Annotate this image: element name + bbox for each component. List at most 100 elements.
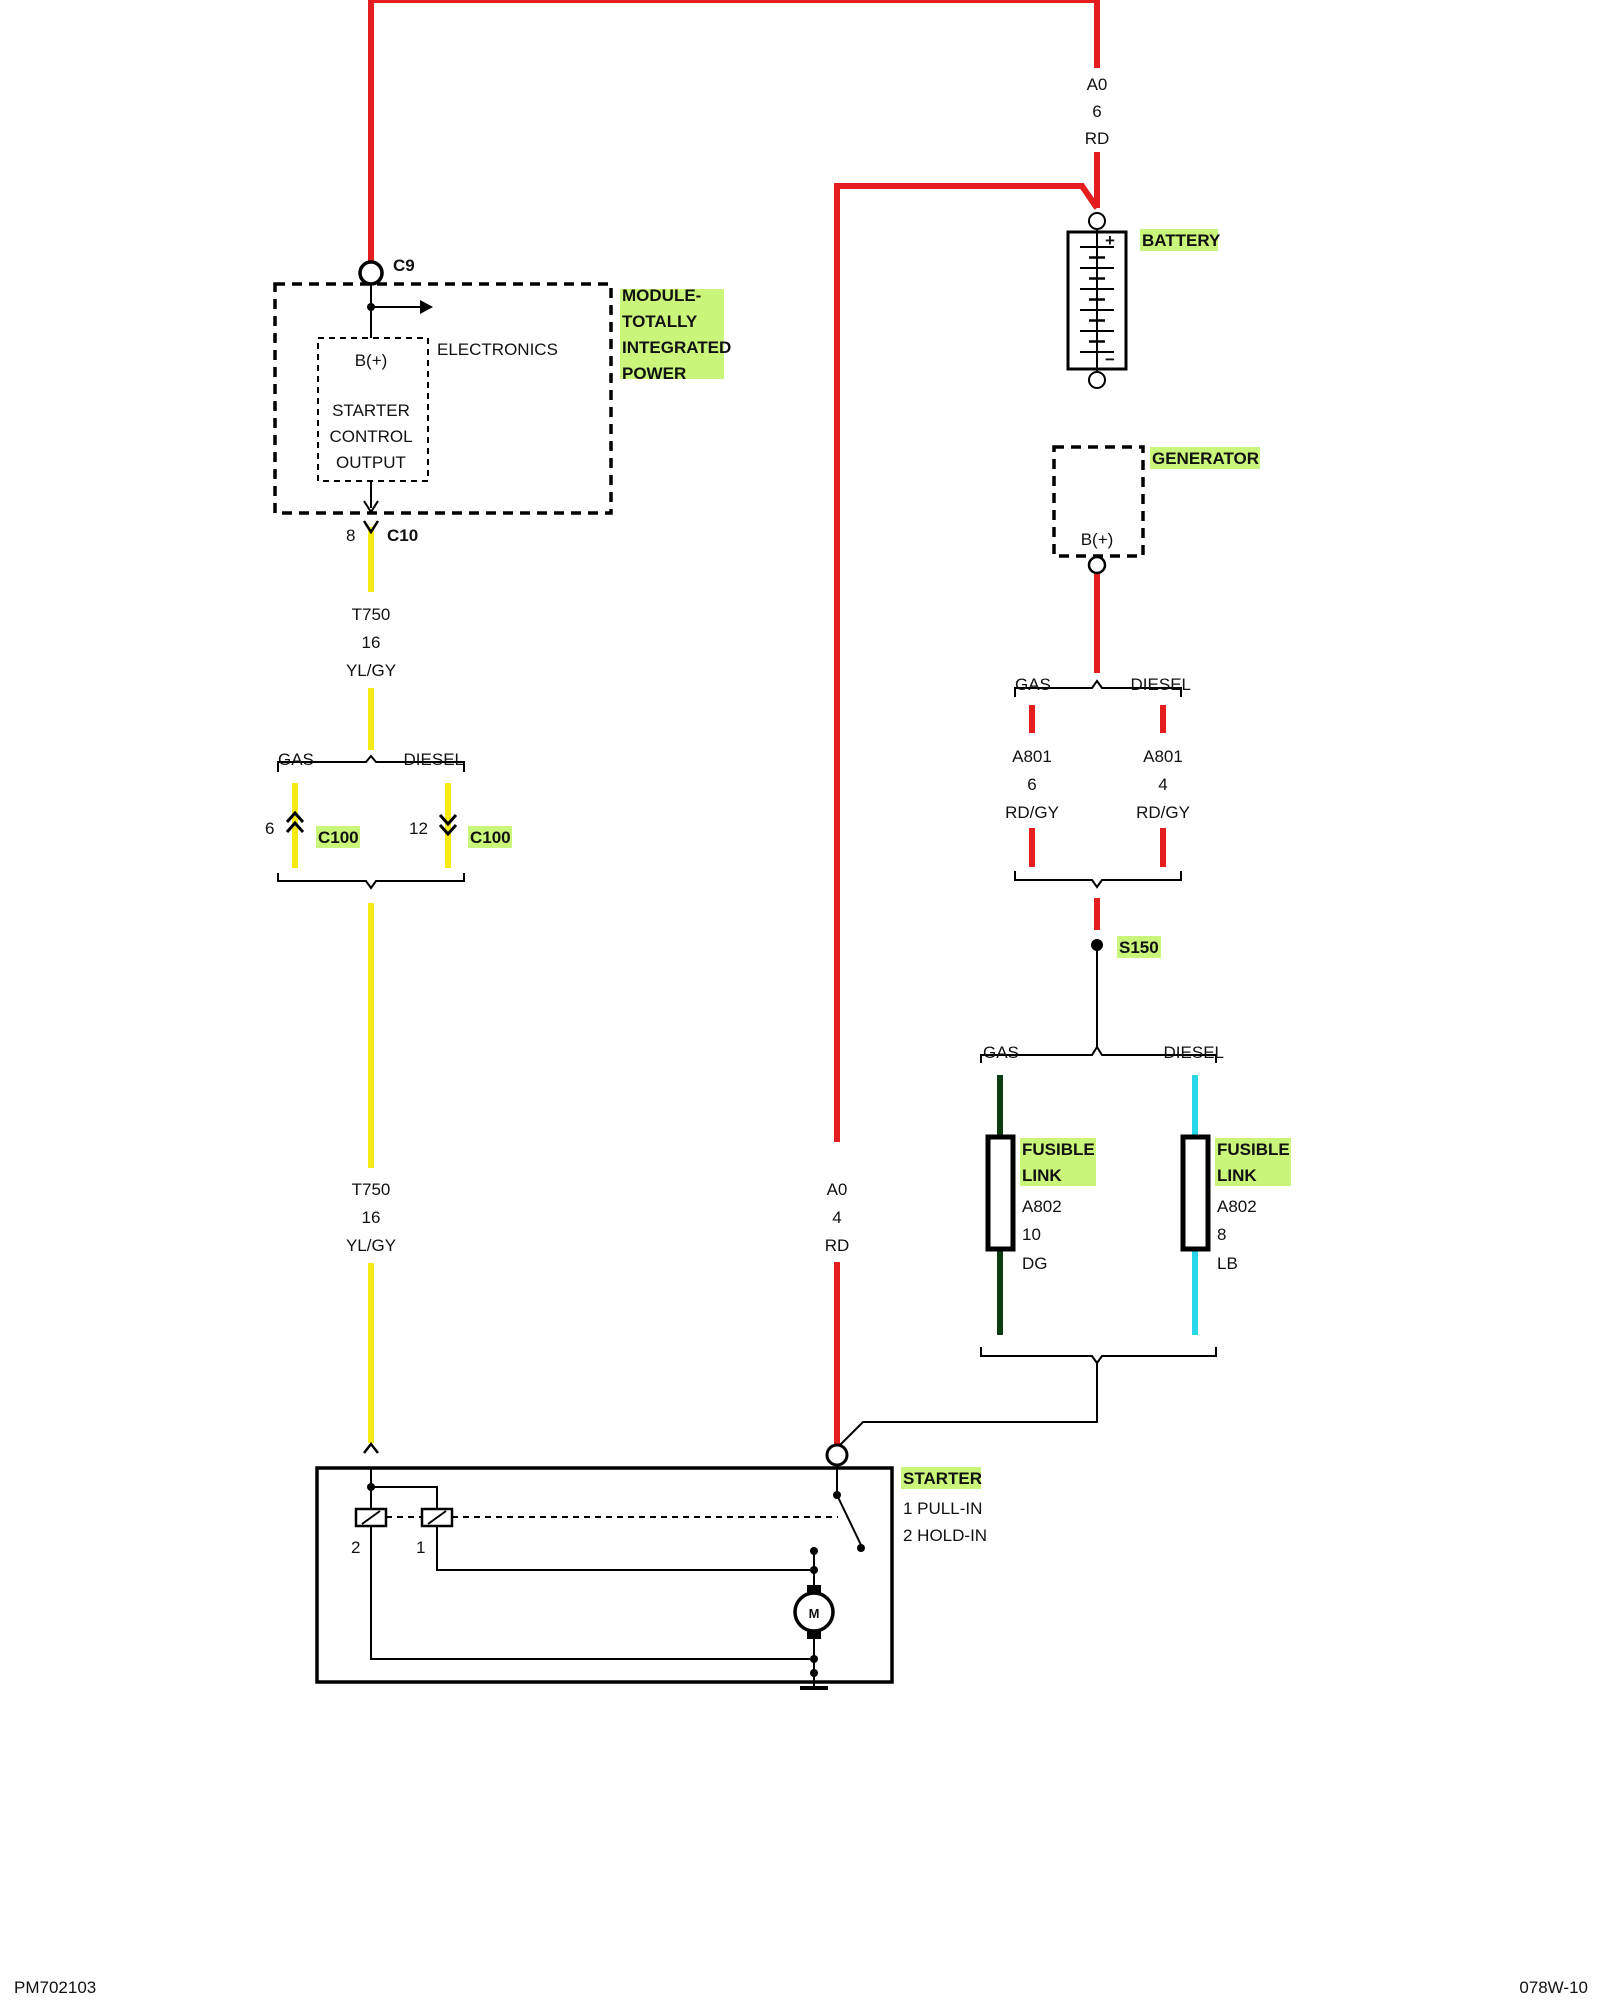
- c100-diesel-pin: 12: [409, 819, 428, 838]
- wire-t750-lower-label: T750 16 YL/GY: [346, 1180, 396, 1255]
- svg-text:A0: A0: [1087, 75, 1108, 94]
- starter-terminal-icon: [825, 1443, 849, 1467]
- motor-label: M: [809, 1606, 820, 1621]
- module-name-line-1: MODULE-: [622, 286, 701, 305]
- module-output-line-2: CONTROL: [329, 427, 412, 446]
- svg-text:T750: T750: [352, 605, 391, 624]
- starter-input-marker: [363, 1441, 379, 1454]
- svg-text:6: 6: [1027, 775, 1036, 794]
- svg-text:10: 10: [1022, 1225, 1041, 1244]
- connector-c10-icon: [362, 520, 380, 535]
- c100-gas-highlight: [316, 826, 360, 848]
- svg-text:YL/GY: YL/GY: [346, 1236, 396, 1255]
- generator-bplus: B(+): [1081, 530, 1114, 549]
- svg-text:A0: A0: [827, 1180, 848, 1199]
- wire-a0-top-loop: [368, 0, 1100, 262]
- c100-diesel-highlight: [468, 826, 512, 848]
- module-electronics-label: ELECTRONICS: [437, 340, 558, 359]
- module-bplus-label: B(+): [355, 351, 388, 370]
- module-outline: [273, 282, 613, 515]
- svg-text:16: 16: [362, 1208, 381, 1227]
- connector-c100-diesel-icon: [438, 814, 458, 837]
- module-output-line-1: STARTER: [332, 401, 410, 420]
- generator-name: GENERATOR: [1152, 449, 1259, 468]
- coil-1-label: 1: [416, 1538, 425, 1557]
- starter: M 2 1 STARTER 1 PULL-IN 2 HOLD-IN: [315, 1441, 987, 1690]
- fusible-link-diesel-icon: [1180, 1134, 1211, 1252]
- connector-c9-label: C9: [393, 256, 415, 275]
- wire-a0-mid-label: A0 4 RD: [825, 1180, 850, 1255]
- battery-name: BATTERY: [1142, 231, 1221, 250]
- yellow-wires: [292, 527, 451, 1443]
- svg-text:RD/GY: RD/GY: [1005, 803, 1059, 822]
- svg-text:A801: A801: [1143, 747, 1183, 766]
- c100-gas-pin: 6: [265, 819, 274, 838]
- svg-text:6: 6: [1092, 102, 1101, 121]
- svg-text:T750: T750: [352, 1180, 391, 1199]
- svg-text:16: 16: [362, 633, 381, 652]
- arrow-down-icon: [363, 500, 379, 514]
- c100-split: GAS DIESEL 6 12 C100 C100: [265, 750, 512, 848]
- module-output-box: [317, 337, 429, 482]
- coil-2-label: 2: [351, 1538, 360, 1557]
- svg-text:LINK: LINK: [1217, 1166, 1257, 1185]
- starter-switch-icon: [836, 1494, 862, 1546]
- svg-text:A802: A802: [1022, 1197, 1062, 1216]
- c100-diesel-conn: C100: [470, 828, 511, 847]
- svg-text:FUSIBLE: FUSIBLE: [1217, 1140, 1290, 1159]
- starter-name: STARTER: [903, 1469, 982, 1488]
- generator-name-highlight: [1150, 447, 1260, 469]
- module-name-line-3: INTEGRATED: [622, 338, 731, 357]
- svg-text:RD: RD: [1085, 129, 1110, 148]
- svg-text:8: 8: [1217, 1225, 1226, 1244]
- fusible-split: GAS DIESEL FUSIBLE LINK A802 10 DG FUSIB…: [983, 1043, 1291, 1273]
- battery-name-highlight: [1140, 229, 1218, 251]
- a801-diesel-label: DIESEL: [1131, 675, 1191, 694]
- starter-legend-2: 2 HOLD-IN: [903, 1526, 987, 1545]
- svg-text:LINK: LINK: [1022, 1166, 1062, 1185]
- splice-s150: S150: [1091, 936, 1161, 958]
- battery: BATTERY + −: [1066, 212, 1221, 389]
- svg-text:A801: A801: [1012, 747, 1052, 766]
- svg-text:DG: DG: [1022, 1254, 1048, 1273]
- svg-text:RD/GY: RD/GY: [1136, 803, 1190, 822]
- svg-text:A802: A802: [1217, 1197, 1257, 1216]
- braces: [277, 679, 1217, 1365]
- connector-c10-label: C10: [387, 526, 418, 545]
- wire-a0-battery-to-starter: [834, 183, 1100, 1142]
- starter-name-highlight: [901, 1467, 981, 1489]
- fusible-gas-highlight: [1020, 1138, 1096, 1186]
- svg-text:LB: LB: [1217, 1254, 1238, 1273]
- svg-text:RD: RD: [825, 1236, 850, 1255]
- connector-c10-pin: 8: [346, 526, 355, 545]
- fusible-gas-label: GAS: [983, 1043, 1019, 1062]
- module-name-line-4: POWER: [622, 364, 686, 383]
- svg-text:4: 4: [1158, 775, 1167, 794]
- splice-dot-icon: [1091, 939, 1103, 951]
- a801-split: GAS DIESEL A801 6 RD/GY A801 4 RD/GY: [1005, 675, 1191, 822]
- module-name-highlight: [620, 289, 724, 379]
- arrow-right-icon: [420, 300, 433, 314]
- battery-cells-icon: [1080, 246, 1114, 353]
- module-output-line-3: OUTPUT: [336, 453, 406, 472]
- c100-diesel-label: DIESEL: [404, 750, 464, 769]
- starter-legend-1: 1 PULL-IN: [903, 1499, 982, 1518]
- fusible-link-gas-icon: [985, 1134, 1016, 1252]
- c100-gas-label: GAS: [278, 750, 314, 769]
- svg-text:4: 4: [832, 1208, 841, 1227]
- footer-left-code: PM702103: [14, 1978, 96, 1997]
- splice-name: S150: [1119, 938, 1159, 957]
- battery-plus: +: [1105, 231, 1115, 250]
- battery-minus: −: [1105, 350, 1115, 369]
- connector-c100-gas-icon: [285, 810, 305, 833]
- wire-t750-upper-label: T750 16 YL/GY: [346, 605, 396, 680]
- footer-right-code: 078W-10: [1519, 1978, 1588, 1997]
- wire-fusible-to-starter: [839, 1363, 1098, 1446]
- fusible-diesel-label: DIESEL: [1164, 1043, 1224, 1062]
- c100-gas-conn: C100: [318, 828, 359, 847]
- a801-gas-label: GAS: [1015, 675, 1051, 694]
- module-name-line-2: TOTALLY: [622, 312, 698, 331]
- starter-outline: [315, 1466, 894, 1684]
- fusible-diesel-highlight: [1215, 1138, 1291, 1186]
